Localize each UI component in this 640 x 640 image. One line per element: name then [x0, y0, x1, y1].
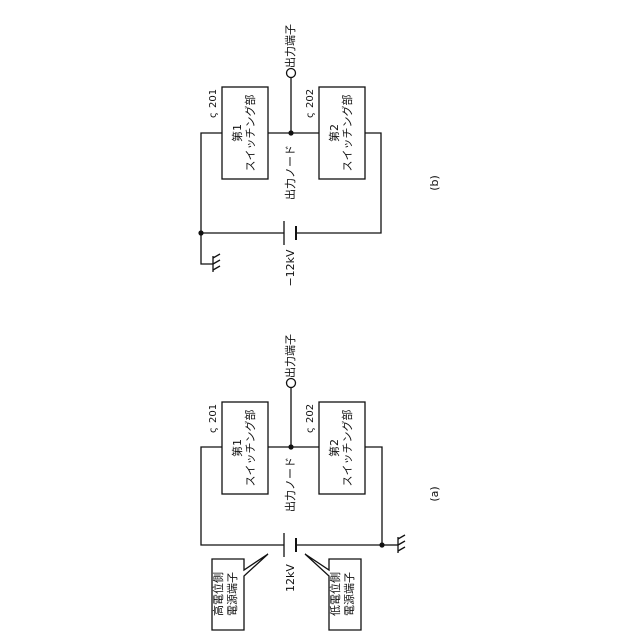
- b-ref-201: 201: [208, 89, 219, 108]
- a-ref-tilde-202: ς: [305, 427, 316, 433]
- a-switch1-line2: スイッチング部: [243, 410, 257, 487]
- a-high-callout-line2: 電源端子: [225, 572, 239, 616]
- b-switch1-line1: 第1: [230, 124, 244, 142]
- a-switch2-line2: スイッチング部: [340, 410, 354, 487]
- b-switch1-line2: スイッチング部: [243, 95, 257, 172]
- b-output-node-label: 出力ノード: [283, 145, 297, 200]
- b-ref-202: 202: [305, 89, 316, 108]
- b-node-junction-icon: [288, 130, 293, 135]
- a-supply-voltage: 12kV: [284, 564, 297, 592]
- a-output-terminal-label: 出力端子: [283, 334, 297, 378]
- a-output-node-label: 出力ノード: [283, 457, 297, 512]
- a-caption: (a): [428, 486, 441, 501]
- b-caption: (b): [428, 175, 441, 191]
- a-output-terminal-icon: [287, 379, 296, 388]
- b-supply-voltage: −12kV: [284, 249, 297, 287]
- a-high-callout-line1: 高電位側: [211, 572, 225, 616]
- a-low-callout-line2: 電源端子: [342, 572, 356, 616]
- a-low-callout-line1: 低電位側: [328, 572, 342, 616]
- a-switch1-line1: 第1: [230, 439, 244, 457]
- b-ground-wire: [201, 233, 213, 264]
- b-ref-tilde-201: ς: [208, 112, 219, 118]
- b-switch2-line2: スイッチング部: [340, 95, 354, 172]
- b-output-terminal-label: 出力端子: [283, 24, 297, 68]
- a-switch2-line1: 第2: [327, 439, 341, 457]
- b-output-terminal-icon: [287, 69, 296, 78]
- b-ref-tilde-202: ς: [305, 112, 316, 118]
- a-node-junction-icon: [288, 444, 293, 449]
- a-ref-202: 202: [305, 404, 316, 423]
- a-ref-201: 201: [208, 404, 219, 423]
- a-ref-tilde-201: ς: [208, 427, 219, 433]
- b-switch2-line1: 第2: [327, 124, 341, 142]
